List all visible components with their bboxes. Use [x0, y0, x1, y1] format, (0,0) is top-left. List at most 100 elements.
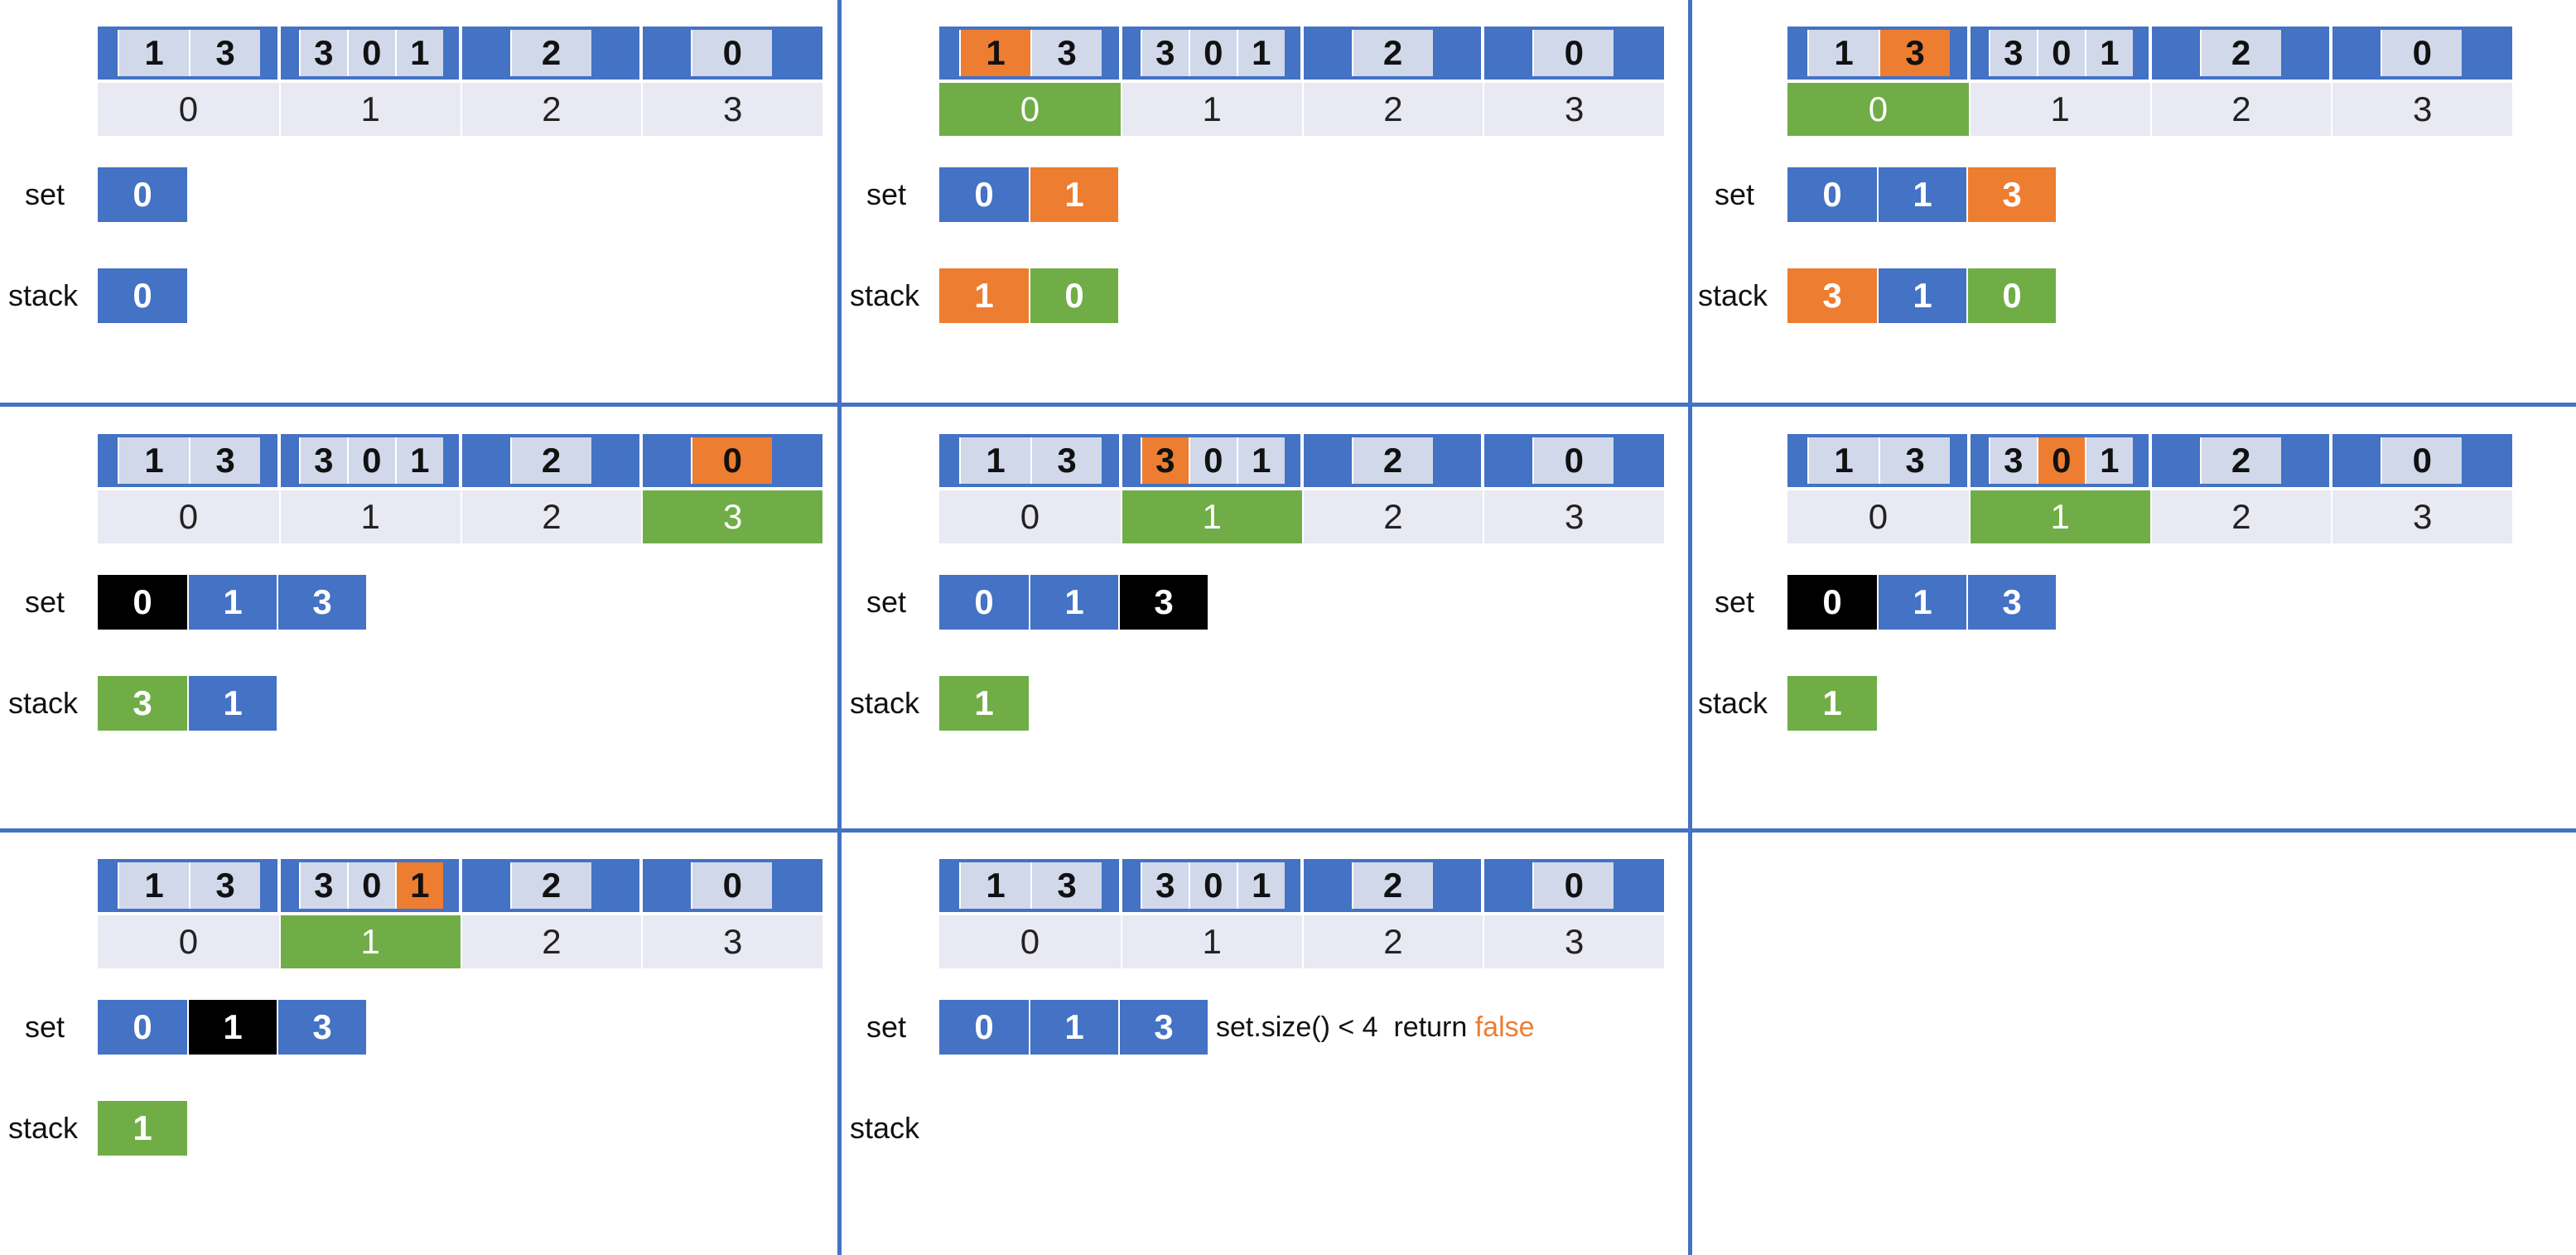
index-cell: 3 [1483, 490, 1664, 543]
segment-separator [277, 434, 281, 487]
index-cell: 3 [641, 490, 822, 543]
adjacency-item: 1 [118, 862, 189, 909]
index-cell: 0 [939, 490, 1121, 543]
adjacency-item: 1 [959, 862, 1030, 909]
result-value: false [1474, 1011, 1535, 1043]
adjacency-item: 3 [298, 30, 347, 76]
adjacency-item: 3 [298, 862, 347, 909]
adjacency-item: 0 [691, 437, 773, 484]
index-cell: 0 [1787, 490, 1969, 543]
set-label: set [866, 585, 907, 619]
adjacency-item: 3 [189, 30, 260, 76]
adjacency-item: 3 [298, 437, 347, 484]
adjacency-item: 0 [2036, 437, 2085, 484]
segment-separator [1118, 434, 1122, 487]
index-cell: 1 [1120, 915, 1302, 968]
adjacency-item: 0 [1188, 437, 1237, 484]
set-item: 1 [1029, 1000, 1118, 1055]
index-cell: 2 [1301, 83, 1483, 136]
segment-separator [1481, 434, 1485, 487]
index-cell: 0 [1787, 83, 1969, 136]
segment-separator [639, 27, 644, 80]
set-item: 1 [1029, 575, 1118, 630]
stack-item: 1 [939, 268, 1029, 323]
set-item: 1 [187, 575, 277, 630]
index-cell: 2 [1301, 915, 1483, 968]
adjacency-item: 0 [691, 30, 773, 76]
adjacency-item: 0 [2381, 30, 2463, 76]
adjacency-item: 1 [394, 862, 443, 909]
segment-separator [1300, 434, 1304, 487]
index-cell: 3 [2331, 83, 2512, 136]
adjacency-item: 1 [394, 437, 443, 484]
index-cell: 3 [2331, 490, 2512, 543]
stack-label: stack [8, 1111, 79, 1145]
adjacency-item: 0 [2036, 30, 2085, 76]
result-note-text: set.size() < 4 return [1216, 1011, 1475, 1043]
adjacency-item: 0 [346, 437, 395, 484]
horizontal-divider [0, 828, 2576, 833]
horizontal-divider [0, 403, 2576, 407]
index-cell: 3 [641, 915, 822, 968]
set-item: 0 [1787, 167, 1877, 222]
adjacency-item: 0 [346, 862, 395, 909]
adjacency-item: 1 [2084, 30, 2133, 76]
stack-item: 0 [1966, 268, 2056, 323]
index-cell: 0 [939, 83, 1121, 136]
adjacency-item: 2 [2199, 30, 2281, 76]
vertical-divider [837, 0, 842, 1255]
set-item: 0 [98, 575, 187, 630]
adjacency-item: 1 [394, 30, 443, 76]
adjacency-item: 1 [1236, 30, 1285, 76]
set-label: set [25, 585, 65, 619]
segment-separator [2329, 27, 2333, 80]
stack-item: 0 [98, 268, 187, 323]
index-cell: 0 [98, 83, 279, 136]
set-label: set [866, 177, 907, 211]
adjacency-item: 1 [1236, 437, 1285, 484]
adjacency-item: 2 [509, 437, 591, 484]
segment-separator [2148, 27, 2152, 80]
index-cell: 1 [278, 83, 461, 136]
index-cell: 3 [641, 83, 822, 136]
stack-label: stack [850, 686, 920, 720]
segment-separator [2148, 434, 2152, 487]
stack-item: 1 [187, 676, 277, 731]
set-item: 0 [939, 575, 1029, 630]
set-label: set [25, 177, 65, 211]
set-label: set [25, 1010, 65, 1044]
segment-separator [1481, 859, 1485, 912]
set-item: 0 [939, 167, 1029, 222]
index-cell: 1 [1968, 490, 2150, 543]
stack-item: 0 [1029, 268, 1118, 323]
adjacency-item: 1 [959, 437, 1030, 484]
stack-item: 3 [1787, 268, 1877, 323]
index-cell: 0 [98, 915, 279, 968]
stack-label: stack [8, 278, 79, 312]
stack-label: stack [1698, 278, 1768, 312]
set-label: set [866, 1010, 907, 1044]
segment-separator [458, 27, 462, 80]
stack-item: 1 [1787, 676, 1877, 731]
vertical-divider [1688, 0, 1692, 1255]
result-note: set.size() < 4 return false [1216, 1000, 1564, 1055]
set-item: 1 [187, 1000, 277, 1055]
adjacency-item: 0 [1532, 862, 1614, 909]
adjacency-item: 3 [1030, 862, 1102, 909]
segment-separator [277, 859, 281, 912]
index-cell: 2 [460, 490, 642, 543]
index-cell: 2 [460, 83, 642, 136]
adjacency-item: 1 [1236, 862, 1285, 909]
set-item: 1 [1029, 167, 1118, 222]
adjacency-item: 1 [118, 30, 189, 76]
adjacency-item: 0 [1188, 862, 1237, 909]
index-cell: 2 [2149, 83, 2332, 136]
index-cell: 3 [1483, 915, 1664, 968]
set-item: 3 [277, 1000, 366, 1055]
set-item: 1 [1877, 167, 1966, 222]
